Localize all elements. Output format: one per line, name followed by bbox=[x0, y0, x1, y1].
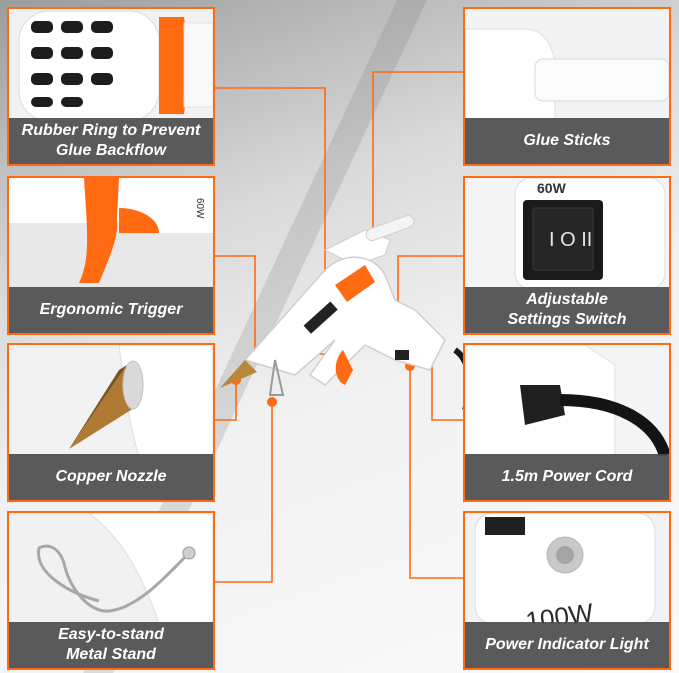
feature-panel-power-cord: 1.5m Power Cord bbox=[463, 343, 671, 502]
switch-rating-text: 60W bbox=[537, 180, 567, 196]
feature-caption: 1.5m Power Cord bbox=[465, 454, 669, 500]
feature-caption: Power Indicator Light bbox=[465, 622, 669, 668]
trigger-rating-text: 60W bbox=[194, 198, 205, 219]
rubber-ring-photo bbox=[9, 9, 213, 120]
feature-caption: Easy-to-stand Metal Stand bbox=[9, 622, 213, 668]
feature-caption: Copper Nozzle bbox=[9, 454, 213, 500]
feature-panel-nozzle: Copper Nozzle bbox=[7, 343, 215, 502]
feature-panel-stand: Easy-to-stand Metal Stand bbox=[7, 511, 215, 670]
glue-gun-image: CUSOZZ bbox=[220, 215, 473, 411]
metal-stand-photo bbox=[9, 513, 213, 624]
switch-photo: 60W I O II bbox=[465, 178, 669, 289]
callout-dot-stand bbox=[267, 397, 277, 407]
svg-text:I O II: I O II bbox=[549, 229, 592, 251]
feature-caption: Rubber Ring to Prevent Glue Backflow bbox=[9, 118, 213, 164]
feature-caption: Adjustable Settings Switch bbox=[465, 287, 669, 333]
feature-panel-indicator: 100W Power Indicator Light bbox=[463, 511, 671, 670]
power-cord-photo bbox=[465, 345, 669, 456]
trigger-photo: 60W bbox=[9, 178, 213, 289]
feature-caption: Glue Sticks bbox=[465, 118, 669, 164]
feature-panel-trigger: 60W Ergonomic Trigger bbox=[7, 176, 215, 335]
indicator-light-photo: 100W bbox=[465, 513, 669, 624]
feature-panel-switch: 60W I O II Adjustable Settings Switch bbox=[463, 176, 671, 335]
copper-nozzle-photo bbox=[9, 345, 213, 456]
feature-panel-rubber-ring: Rubber Ring to Prevent Glue Backflow bbox=[7, 7, 215, 166]
feature-panel-glue-sticks: Glue Sticks bbox=[463, 7, 671, 166]
glue-sticks-photo bbox=[465, 9, 669, 120]
feature-caption: Ergonomic Trigger bbox=[9, 287, 213, 333]
